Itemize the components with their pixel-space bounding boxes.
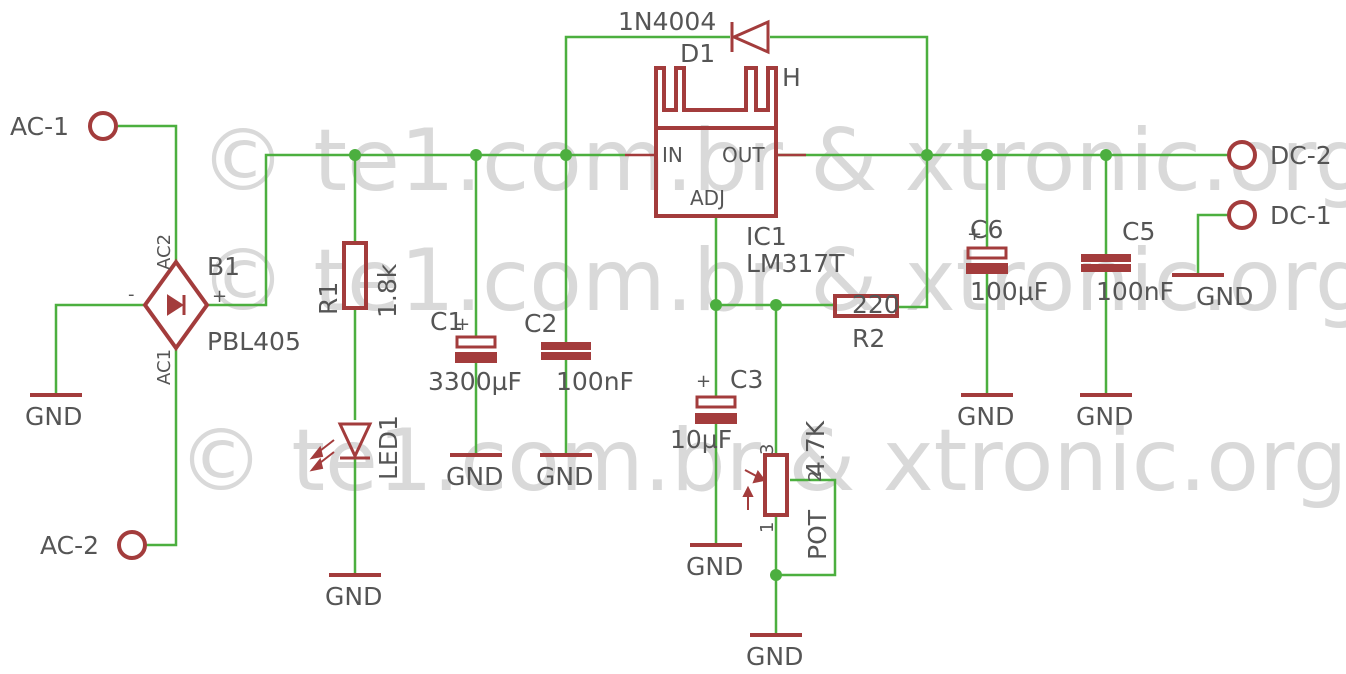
- led-1: LED1: [309, 415, 403, 480]
- potentiometer: 3 2 1 4.7K POT: [742, 420, 832, 560]
- ground-label: GND: [25, 402, 82, 431]
- terminal-dc1-label: DC-1: [1270, 201, 1332, 230]
- c3-value: 10µF: [670, 425, 732, 454]
- r1-name: R1: [314, 282, 343, 315]
- c6-polarity: +: [967, 224, 982, 245]
- watermark-line-2: © te1.com.br & xtronic.org: [200, 231, 1346, 331]
- c3-polarity: +: [696, 371, 711, 392]
- junctions: [349, 149, 1112, 581]
- capacitor-c1: C1 + 3300µF: [428, 307, 522, 396]
- junction-dot: [770, 569, 782, 581]
- ground-symbol: GND: [25, 393, 82, 431]
- ground-symbol: GND: [325, 573, 382, 611]
- c1-name: C1: [430, 307, 463, 336]
- junction-dot: [710, 299, 722, 311]
- pot-pin-2: 2: [805, 471, 826, 482]
- ground-symbol: GND: [746, 633, 803, 671]
- led-name: LED1: [374, 415, 403, 480]
- bridge-pin-plus: +: [212, 286, 227, 307]
- wires: [54, 35, 1228, 635]
- ground-symbols: GND GND GND GND GND GND GND GND: [25, 273, 1253, 671]
- pot-pin-3: 3: [757, 444, 778, 455]
- d1-value: 1N4004: [618, 7, 716, 36]
- regulator-ic1: IN OUT ADJ H IC1 LM317T: [625, 63, 845, 278]
- terminal-ac2: AC-2: [40, 530, 147, 560]
- terminal-dc2: DC-2: [1227, 140, 1332, 170]
- ic1-pin-adj: ADJ: [690, 186, 725, 210]
- bridge-pin-ac1: AC1: [154, 349, 175, 385]
- bridge-pin-ac2: AC2: [154, 234, 175, 270]
- bridge-rectifier-b1: AC2 AC1 - + B1 PBL405: [128, 234, 301, 385]
- c6-name: C6: [970, 215, 1003, 244]
- terminal-ac2-label: AC-2: [40, 531, 99, 560]
- ic1-pin-in: IN: [662, 143, 683, 167]
- junction-dot: [560, 149, 572, 161]
- c6-value: 100µF: [970, 277, 1048, 306]
- ic1-pin-out: OUT: [722, 143, 765, 167]
- junction-dot: [981, 149, 993, 161]
- capacitor-c3: + C3 10µF: [670, 365, 763, 454]
- ic1-heatsink: H: [782, 63, 801, 92]
- junction-dot: [921, 149, 933, 161]
- ic1-value: LM317T: [746, 249, 845, 278]
- c1-value: 3300µF: [428, 367, 522, 396]
- ground-label: GND: [1196, 282, 1253, 311]
- ic1-name: IC1: [746, 222, 787, 251]
- c5-name: C5: [1122, 217, 1155, 246]
- watermark-line-3: © te1.com.br & xtronic.org: [178, 411, 1346, 511]
- r1-value: 1.8k: [373, 263, 402, 318]
- ground-symbol: GND: [1076, 393, 1133, 431]
- bridge-name: B1: [207, 252, 240, 281]
- pot-pin-1: 1: [757, 522, 778, 533]
- c2-value: 100nF: [556, 367, 634, 396]
- ground-symbol: GND: [536, 453, 593, 491]
- terminal-ac1: AC-1: [10, 111, 118, 141]
- ground-label: GND: [746, 642, 803, 671]
- ground-label: GND: [957, 402, 1014, 431]
- ground-symbol: GND: [1172, 273, 1253, 311]
- ground-label: GND: [325, 582, 382, 611]
- terminal-dc2-label: DC-2: [1270, 141, 1332, 170]
- junction-dot: [770, 299, 782, 311]
- r2-value: 220: [852, 290, 900, 319]
- junction-dot: [1100, 149, 1112, 161]
- bridge-value: PBL405: [207, 327, 301, 356]
- c2-name: C2: [524, 309, 557, 338]
- bridge-pin-minus: -: [128, 284, 135, 305]
- capacitor-c5: C5 100nF: [1081, 217, 1174, 306]
- c5-value: 100nF: [1096, 277, 1174, 306]
- ground-symbol: GND: [446, 453, 503, 491]
- resistor-r2: 220 R2: [833, 290, 900, 353]
- r2-name: R2: [852, 324, 885, 353]
- c1-polarity: +: [455, 314, 470, 335]
- pot-name: POT: [803, 509, 832, 560]
- capacitor-c2: C2 100nF: [524, 309, 634, 396]
- ground-label: GND: [536, 462, 593, 491]
- capacitor-c6: + C6 100µF: [966, 215, 1048, 306]
- c3-name: C3: [730, 365, 763, 394]
- ground-label: GND: [686, 552, 743, 581]
- resistor-r1: R1 1.8k: [314, 241, 402, 318]
- terminal-ac1-label: AC-1: [10, 112, 69, 141]
- diode-d1: 1N4004 D1: [618, 7, 770, 68]
- ground-symbol: GND: [686, 543, 743, 581]
- ground-label: GND: [1076, 402, 1133, 431]
- pot-value: 4.7K: [801, 420, 830, 477]
- terminal-dc1: DC-1: [1227, 200, 1332, 230]
- ground-label: GND: [446, 462, 503, 491]
- ground-symbol: GND: [957, 393, 1014, 431]
- d1-name: D1: [680, 39, 715, 68]
- junction-dot: [470, 149, 482, 161]
- junction-dot: [349, 149, 361, 161]
